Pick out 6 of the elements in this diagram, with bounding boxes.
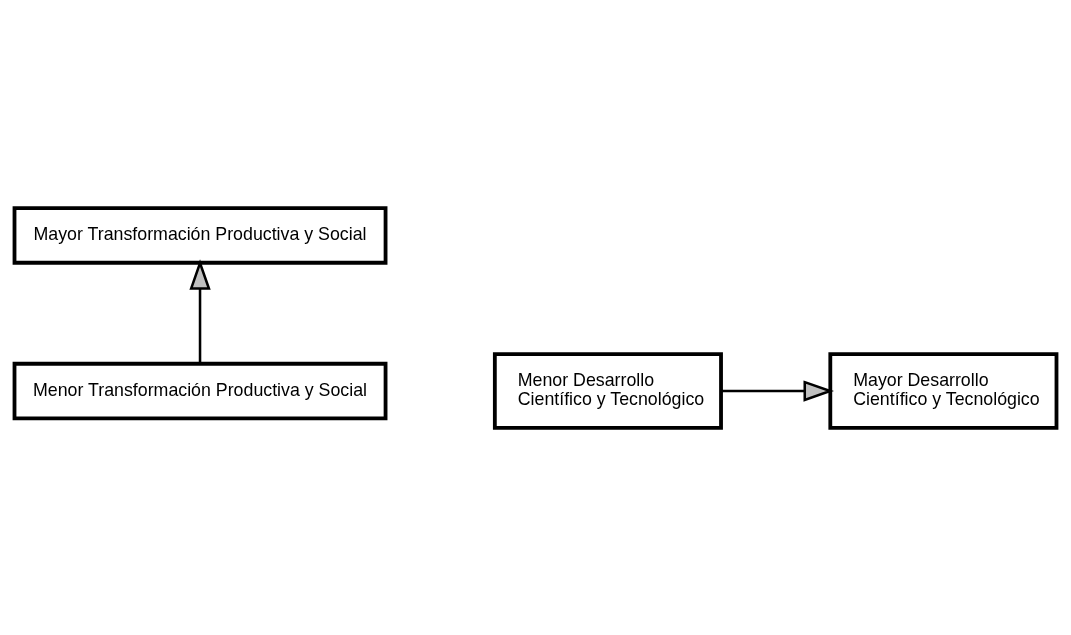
node-box: Mayor Transformación Productiva y Social [12, 205, 388, 265]
node-box: Menor Desarrollo Científico y Tecnológico [492, 351, 723, 430]
node-box: Mayor Desarrollo Científico y Tecnológico [828, 351, 1059, 430]
arrow [189, 258, 211, 363]
arrow [721, 379, 834, 402]
node-box: Menor Transformación Productiva y Social [12, 361, 388, 420]
